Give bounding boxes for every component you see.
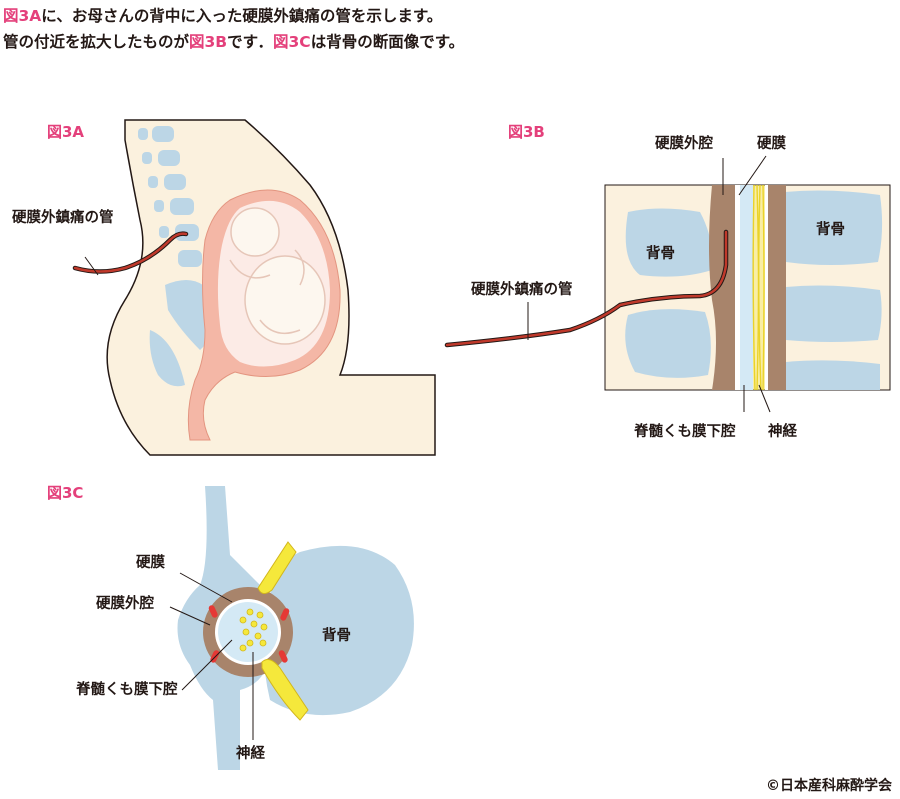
fig-a-catheter-label: 硬膜外鎮痛の管 [12,208,114,226]
nerve-fibers [752,184,765,391]
fetus [229,207,326,345]
intro-text-2c: は背骨の断面像です。 [310,33,465,51]
fig-c-leaders [169,572,254,740]
intro-ref-3b: 図3B [189,33,228,51]
fig-b-spine-right-label: 背骨 [816,220,845,238]
subarachnoid-space [740,185,753,390]
dura-strip-right [765,185,768,390]
intro-ref-3a: 図3A [3,7,42,25]
vertebra-right-top [782,190,883,265]
vertebra-left-top [625,208,713,277]
vertebra-left-bottom [625,309,711,378]
fig-b-nerve-label: 神経 [768,422,797,440]
fig-c-dura-label: 硬膜 [136,553,165,571]
intro-text-1: に、お母さんの背中に入った硬膜外鎮痛の管を示します。 [41,7,443,25]
figure-3c: 硬膜 硬膜外腔 背骨 脊髄くも膜下腔 神経 [75,486,414,770]
fig-c-nerve-label: 神経 [236,744,265,762]
intro-text-2b: です． [227,33,274,51]
copyright-notice: ©日本産科麻酔学会 [766,778,892,794]
fig-c-subarachnoid-label: 脊髄くも膜下腔 [75,680,178,698]
fig-c-epidural-label: 硬膜外腔 [96,594,154,612]
ligament-lower [261,659,309,721]
figure-3a-label: 図3A [47,123,85,141]
fig-b-spine-left-label: 背骨 [646,244,675,262]
intro-text-2a: 管の付近を拡大したものが [3,33,190,51]
epidural-space-band [709,185,735,390]
intro-ref-3c: 図3C [273,33,311,51]
nerve-bundle [753,185,765,390]
vertebra-right-bottom [786,360,880,390]
fig-c-spine-label: 背骨 [322,626,351,644]
figure-3a: 硬膜外鎮痛の管 [12,119,436,456]
fig-b-epidural-label: 硬膜外腔 [655,134,713,152]
fig-b-catheter-label: 硬膜外鎮痛の管 [471,280,573,298]
figure-3c-label: 図3C [47,484,84,502]
intro-text: 図3Aに、お母さんの背中に入った硬膜外鎮痛の管を示します。 管の付近を拡大したも… [3,3,464,55]
epidural-right-band [768,185,786,390]
epidural-vessels [208,605,290,663]
vertebral-body [263,545,414,716]
fig-b-dura-label: 硬膜 [757,134,786,152]
nerve-dots [239,608,268,652]
figure-3b-label: 図3B [508,123,545,141]
figure-3b: 硬膜外腔 硬膜 背骨 背骨 硬膜外鎮痛の管 脊髄くも膜下腔 神経 [444,134,891,440]
ligament-upper [257,541,297,594]
intro-line-2: 管の付近を拡大したものが図3Bです．図3Cは背骨の断面像です。 [3,29,464,55]
intro-line-1: 図3Aに、お母さんの背中に入った硬膜外鎮痛の管を示します。 [3,3,464,29]
fig-b-subarachnoid-label: 脊髄くも膜下腔 [633,422,736,440]
fig-b-leaders [527,155,771,413]
dura-strip [735,185,740,390]
vertebra-right-mid [783,285,882,342]
